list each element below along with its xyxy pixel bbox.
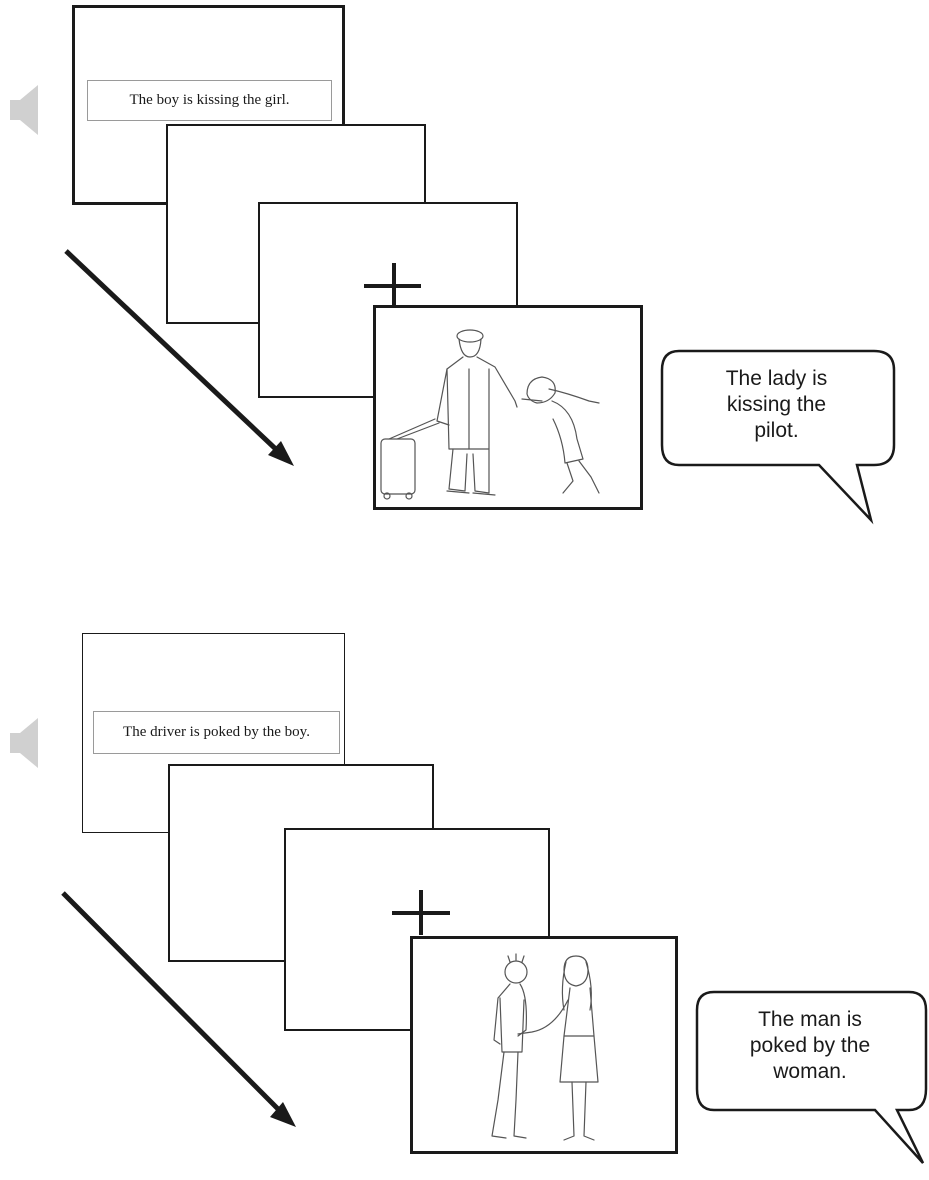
response-line: woman.	[773, 1060, 847, 1083]
time-arrow	[64, 249, 294, 466]
woman-poking-man-drawing	[491, 953, 599, 1141]
fixation-cross	[392, 890, 450, 935]
response-line: The man is	[758, 1008, 862, 1031]
response-line: poked by the	[749, 1034, 871, 1057]
response-text: The man is poked by the woman.	[700, 1007, 920, 1085]
speaker-icon	[10, 718, 38, 768]
response-line: pilot.	[754, 419, 799, 442]
speaker-icon	[10, 85, 38, 135]
response-text: The lady is kissing the pilot.	[664, 366, 889, 444]
pilot-and-lady-kissing-drawing	[380, 329, 600, 500]
speech-bubble	[660, 349, 896, 525]
picture-frame	[410, 936, 678, 1154]
fixation-cross	[364, 263, 421, 306]
speech-bubble	[695, 990, 928, 1164]
response-line: The lady is	[725, 367, 828, 390]
sentence-text: The driver is poked by the boy.	[93, 711, 340, 754]
picture-frame	[373, 305, 643, 510]
time-arrow	[61, 891, 296, 1127]
sentence-text: The boy is kissing the girl.	[87, 80, 332, 121]
response-line: kissing the	[726, 393, 827, 416]
